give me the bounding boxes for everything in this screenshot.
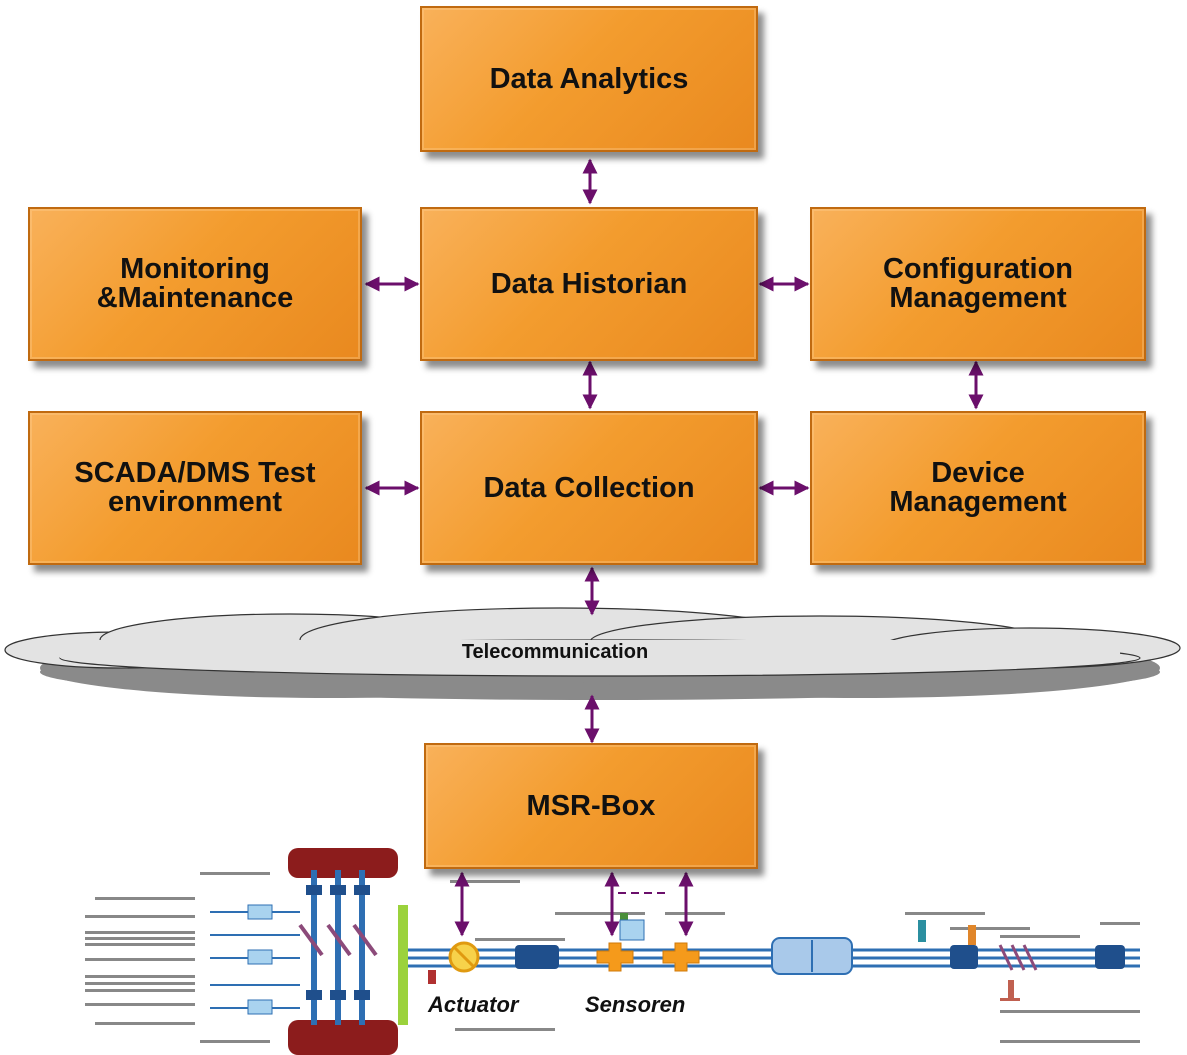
telecommunication-label: Telecommunication xyxy=(461,641,649,663)
device-line2: Management xyxy=(889,486,1067,518)
data-historian-box: Data Historian xyxy=(420,207,758,361)
data-analytics-box: Data Analytics xyxy=(420,6,758,152)
data-collection-label: Data Collection xyxy=(483,471,695,504)
monitoring-maintenance-label: Monitoring &Maintenance xyxy=(97,255,294,313)
scada-dms-test-label: SCADA/DMS Test environment xyxy=(74,459,315,517)
configuration-line2: Management xyxy=(889,282,1067,314)
busbar-top xyxy=(288,848,398,878)
configuration-management-box: Configuration Management xyxy=(810,207,1146,361)
connector-arrows xyxy=(364,158,984,744)
configuration-line1: Configuration xyxy=(882,253,1074,285)
monitoring-line2: &Maintenance xyxy=(96,282,294,314)
data-historian-label: Data Historian xyxy=(490,267,688,300)
sensoren-caption: Sensoren xyxy=(585,992,686,1017)
scada-line2: environment xyxy=(107,486,283,518)
sensor-symbols xyxy=(596,942,700,972)
monitoring-maintenance-box: Monitoring &Maintenance xyxy=(28,207,362,361)
data-collection-box: Data Collection xyxy=(420,411,758,565)
scada-dms-test-box: SCADA/DMS Test environment xyxy=(28,411,362,565)
msr-box-label: MSR-Box xyxy=(526,789,656,822)
device-management-label: Device Management xyxy=(889,459,1066,517)
configuration-management-label: Configuration Management xyxy=(883,255,1073,313)
data-analytics-label: Data Analytics xyxy=(489,62,689,95)
device-line1: Device xyxy=(931,457,1025,489)
substation-schematic xyxy=(85,848,1140,1055)
busbar-bottom xyxy=(288,1020,398,1055)
actuator-caption: Actuator xyxy=(428,992,519,1017)
device-management-box: Device Management xyxy=(810,411,1146,565)
actuator-symbol xyxy=(448,941,480,973)
monitoring-line1: Monitoring xyxy=(120,253,270,285)
scada-line1: SCADA/DMS Test xyxy=(74,457,316,489)
msr-box: MSR-Box xyxy=(424,743,758,869)
